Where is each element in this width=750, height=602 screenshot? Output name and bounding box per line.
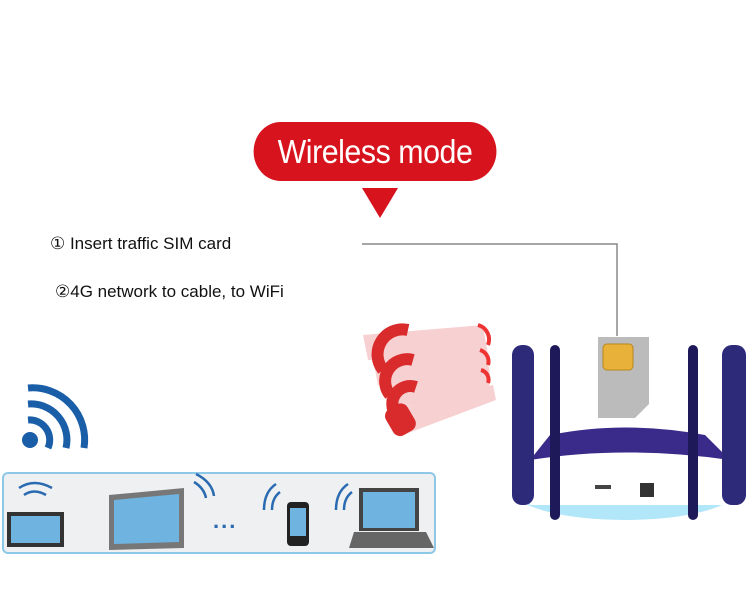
down-arrow-icon (362, 188, 398, 218)
connector-line (362, 243, 618, 336)
step-2: ②4G network to cable, to WiFi (55, 282, 284, 301)
monitor-icon (109, 488, 184, 550)
devices (7, 472, 434, 550)
title-banner: Wireless mode (253, 122, 497, 181)
signal-beam-icon (363, 323, 496, 437)
laptop-icon (349, 488, 434, 548)
router-icon (512, 345, 746, 520)
tablet-icon (7, 512, 64, 547)
wifi-icon (22, 384, 89, 450)
step-1: ① Insert traffic SIM card (50, 234, 232, 253)
phone-icon (287, 502, 309, 546)
more-devices-ellipsis: ... (213, 508, 238, 533)
sim-card-icon (598, 337, 649, 418)
